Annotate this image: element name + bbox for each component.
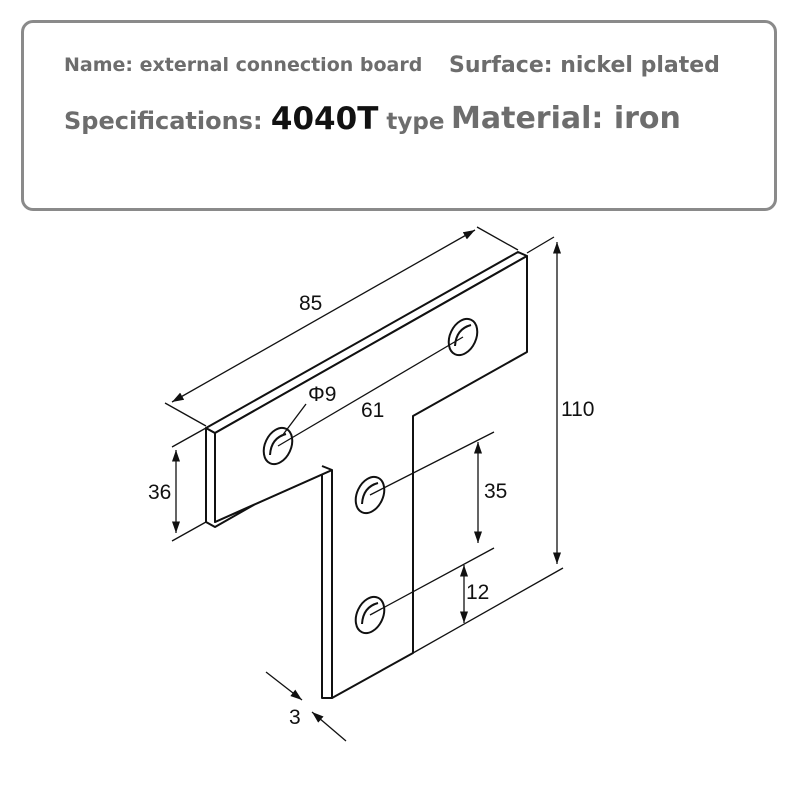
ext-85-right [476,226,519,251]
ext-35-top [369,431,495,496]
ext-36-top [171,427,207,448]
ext-110-top [526,236,555,254]
ext-85-left [164,402,207,427]
dimension-lines [164,226,564,742]
surface-finish: Surface: nickel plated [449,53,720,78]
label-phi9: Φ9 [308,383,336,406]
spec-value: 4040T [270,101,379,137]
label-12: 12 [466,581,489,604]
label-36: 36 [148,481,171,504]
label-61: 61 [361,399,384,422]
dimension-labels: 85 Φ9 61 110 36 35 12 3 [148,292,594,729]
label-35: 35 [484,480,507,503]
ext-35-bottom [369,547,495,616]
material: Material: iron [451,101,681,136]
info-panel: Name: external connection board Surface:… [21,20,777,211]
ext-36-bottom [171,521,207,542]
dim-3-in [265,671,303,701]
label-85: 85 [299,292,322,315]
dim-3-out [311,711,347,742]
leader-phi9 [281,403,307,437]
specifications: Specifications: 4040T type [64,101,444,137]
product-name: Name: external connection board [64,54,423,76]
dim-85 [171,229,476,403]
label-3: 3 [289,706,301,729]
dim-61 [277,336,464,447]
spec-prefix: Specifications: [64,107,271,135]
label-110: 110 [561,398,594,421]
ext-110-bottom [412,567,564,654]
spec-suffix: type [378,109,445,135]
